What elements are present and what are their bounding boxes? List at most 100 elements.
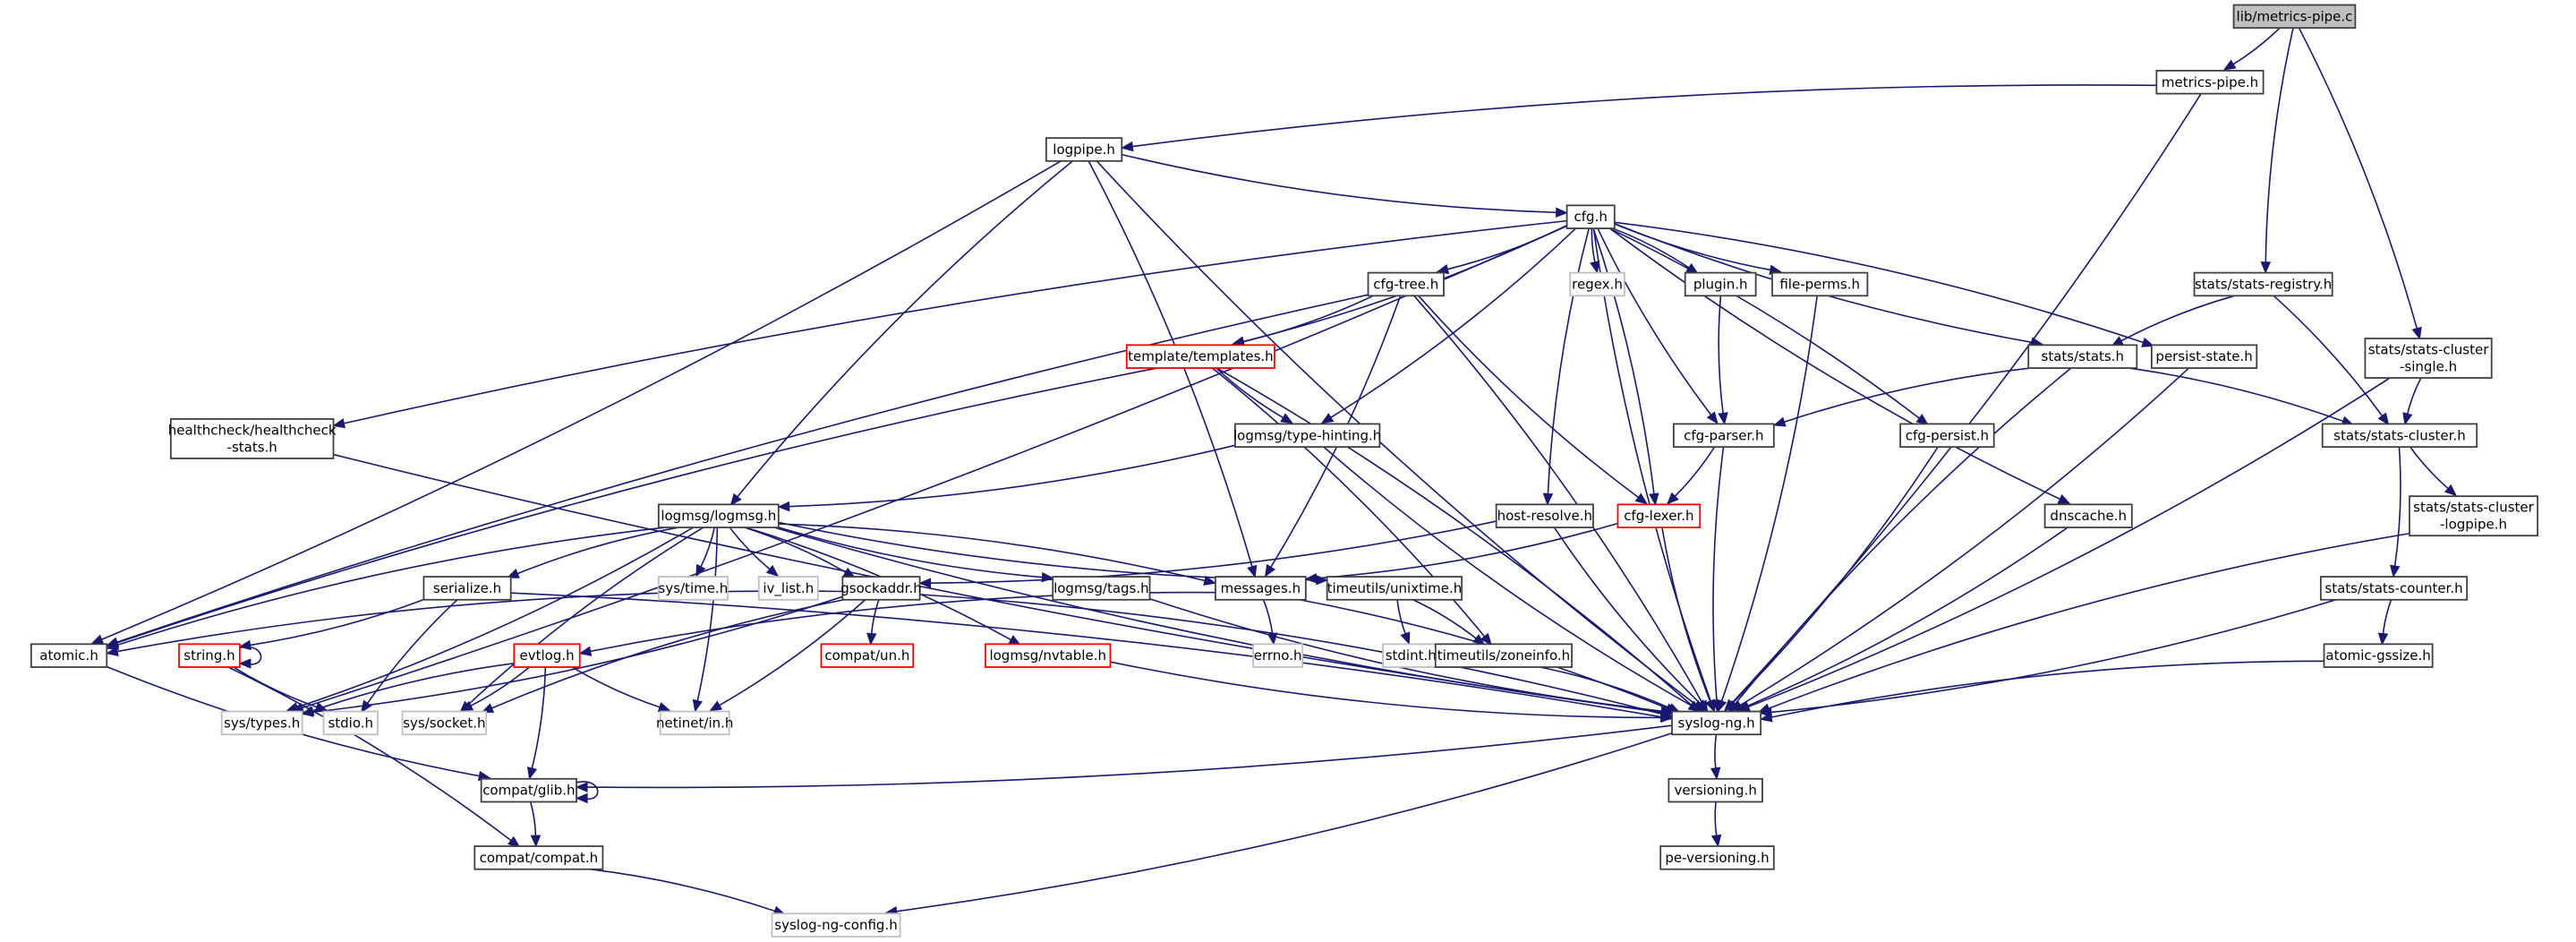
node-label: stats/stats.h [2042, 348, 2125, 364]
node-label: dnscache.h [2050, 508, 2127, 524]
arrowhead-icon [1480, 632, 1492, 647]
node-box [322, 710, 379, 736]
node-label: -single.h [2400, 359, 2457, 375]
node-box [1565, 204, 1616, 229]
node-persist-state-h[interactable]: persist-state.h [2150, 344, 2258, 369]
node-cfg-tree-h[interactable]: cfg-tree.h [1367, 271, 1445, 297]
edge-cfg_h-to-dnscache_h [1609, 227, 2071, 505]
node-file-perms-h[interactable]: file-perms.h [1771, 271, 1869, 297]
node-box [657, 576, 729, 601]
node-gsockaddr-h[interactable]: gsockaddr.h [840, 576, 922, 601]
edge-line [1718, 295, 1725, 415]
edge-compat_glib_h-to-compat_compat_h [529, 801, 542, 848]
edge-logpipe_h-to-cfg_h [1122, 153, 1568, 218]
node-box [1125, 344, 1275, 369]
node-versioning-h[interactable]: versioning.h [1668, 777, 1763, 803]
node-string-h[interactable]: string.h [178, 643, 241, 668]
edge-line [1418, 295, 1641, 500]
edge-line [1714, 801, 1718, 838]
node-cfg-persist-h[interactable]: cfg-persist.h [1899, 423, 1995, 449]
node-evtlog-h[interactable]: evtlog.h [513, 643, 581, 668]
node-metrics-pipe-h[interactable]: metrics-pipe.h [2155, 70, 2265, 95]
node-zoneinfo-h[interactable]: timeutils/zoneinfo.h [1434, 643, 1573, 668]
edge-line [1609, 227, 2062, 501]
edge-line [1614, 221, 2145, 344]
node-label: iv_list.h [763, 580, 814, 597]
edge-line [1149, 598, 1664, 713]
edge-line [465, 527, 704, 707]
node-host-resolve-h[interactable]: host-resolve.h [1495, 503, 1594, 528]
node-tags-h[interactable]: logmsg/tags.h [1052, 576, 1151, 601]
edge-line [529, 801, 537, 838]
edge-stats_cluster_single_h-to-stats_cluster_h [2402, 377, 2422, 426]
node-cfg-h[interactable]: cfg.h [1565, 204, 1616, 229]
node-label: cfg-tree.h [1373, 276, 1438, 292]
node-logpipe-h[interactable]: logpipe.h [1045, 137, 1123, 162]
edge-line [311, 595, 843, 714]
node-box [1569, 271, 1625, 297]
node-pe-versioning-h[interactable]: pe-versioning.h [1659, 845, 1775, 870]
edge-line [1216, 367, 1693, 707]
edge-line [870, 599, 880, 636]
node-box [841, 576, 921, 601]
node-type-hinting-h[interactable]: logmsg/type-hinting.h [1233, 423, 1381, 449]
node-templates-h[interactable]: template/templates.h [1125, 344, 1275, 369]
edge-line [1122, 153, 1558, 214]
node-box [1252, 643, 1304, 668]
node-root[interactable]: lib/metrics-pipe.c [2232, 4, 2357, 30]
edge-logmsg_h-to-messages_h [778, 523, 1216, 586]
node-cfg-lexer-h[interactable]: cfg-lexer.h [1616, 503, 1702, 528]
node-label: stats/stats-cluster [2413, 500, 2534, 516]
node-label: plugin.h [1693, 276, 1748, 292]
node-healthcheck-h[interactable]: healthcheck/healthcheck-stats.h [168, 418, 337, 459]
node-logmsg-h[interactable]: logmsg/logmsg.h [657, 503, 780, 528]
node-stats-cluster-h[interactable]: stats/stats-cluster.h [2321, 423, 2478, 449]
edge-cfg_h-to-cfg_lexer_h [1592, 227, 1659, 506]
node-box [2232, 4, 2357, 30]
node-label: netinet/in.h [656, 715, 733, 731]
edge-cfg_h-to-healthcheck_h [332, 219, 1567, 429]
node-unixtime-h[interactable]: timeutils/unixtime.h [1326, 576, 1463, 601]
node-serialize-h[interactable]: serialize.h [422, 576, 512, 601]
edge-line [696, 527, 719, 703]
edge-line [1592, 227, 1712, 704]
node-compat-glib-h[interactable]: compat/glib.h [480, 777, 577, 803]
node-dnscache-h[interactable]: dnscache.h [2043, 503, 2133, 528]
node-stats-h[interactable]: stats/stats.h [2027, 344, 2138, 369]
node-label: stdint.h [1386, 647, 1437, 664]
node-syslog-ng-h[interactable]: syslog-ng.h [1671, 710, 1762, 736]
edge-line [99, 160, 1062, 641]
edge-line [115, 294, 1369, 644]
node-atomic-h[interactable]: atomic.h [30, 643, 108, 668]
node-plugin-h[interactable]: plugin.h [1684, 271, 1757, 297]
node-stats-registry-h[interactable]: stats/stats-registry.h [2193, 271, 2333, 297]
arrowhead-icon [238, 658, 252, 669]
arrowhead-icon [1666, 492, 1679, 505]
node-stats-counter-h[interactable]: stats/stats-counter.h [2319, 576, 2469, 601]
node-box [1672, 423, 1775, 449]
edge-logmsg_h-to-serialize_h [506, 527, 679, 578]
edge-line [1413, 295, 1704, 705]
edge-cfg_h-to-cfg_parser_h [1597, 227, 1719, 424]
node-messages-h[interactable]: messages.h [1215, 576, 1307, 601]
node-atomic-gssize-h[interactable]: atomic-gssize.h [2323, 643, 2434, 668]
node-box [2193, 271, 2333, 297]
edge-line [919, 594, 1664, 715]
edge-root-to-stats_registry_h [2260, 28, 2294, 274]
node-compat-un-h[interactable]: compat/un.h [820, 643, 915, 668]
node-sys-types-h: sys/types.h [220, 710, 303, 736]
node-compat-compat-h[interactable]: compat/compat.h [473, 845, 604, 870]
edge-cfg_tree_h-to-templates_h [1232, 295, 1374, 347]
arrowhead-icon [301, 706, 315, 716]
edge-stats_h-to-stats_cluster_h [2128, 367, 2355, 426]
node-nvtable-h[interactable]: logmsg/nvtable.h [985, 643, 1112, 668]
node-box [1045, 137, 1123, 162]
edge-line [233, 666, 320, 709]
edge-line [490, 598, 844, 710]
node-stats-cluster-logpipe-h[interactable]: stats/stats-cluster-logpipe.h [2409, 495, 2538, 537]
arrowhead-icon [729, 492, 742, 507]
node-stats-cluster-single-h[interactable]: stats/stats-cluster-single.h [2364, 338, 2493, 379]
node-cfg-parser-h[interactable]: cfg-parser.h [1672, 423, 1775, 449]
edge-nvtable_h-to-syslog_ng_h [1110, 661, 1674, 724]
